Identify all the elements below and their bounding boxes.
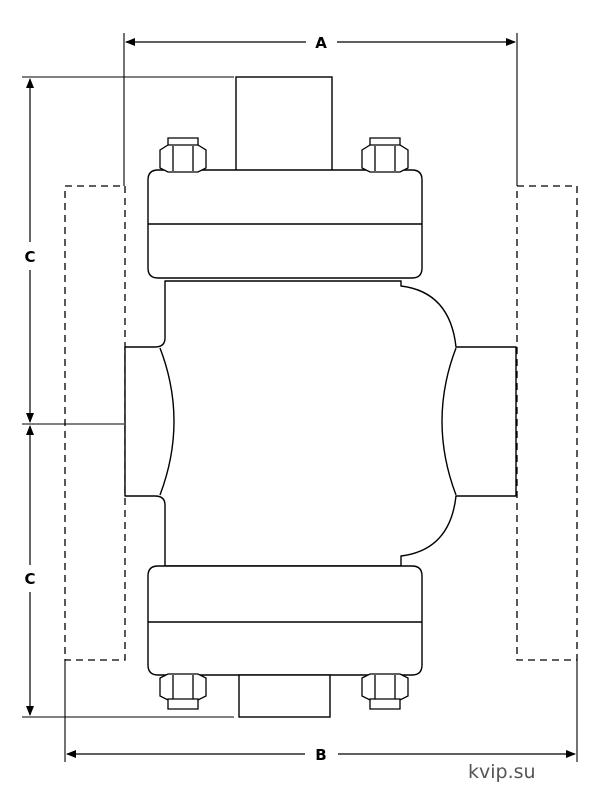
bottom-right-bolt [361, 673, 409, 710]
valve-body [124, 280, 517, 567]
dimension-c-lower-label: C [24, 570, 35, 588]
top-right-bolt [361, 137, 409, 173]
extension-lines [22, 33, 578, 762]
left-mating-pipe-outline [64, 185, 126, 661]
right-mating-pipe-outline [516, 185, 578, 661]
top-flange [147, 169, 423, 279]
bottom-left-bolt [159, 673, 207, 710]
top-left-bolt [159, 137, 207, 173]
dimension-a-label: A [315, 34, 327, 52]
dimension-lines [26, 38, 576, 758]
left-end-curve [159, 347, 175, 496]
right-end-curve [441, 347, 457, 496]
bottom-flange [147, 565, 423, 676]
bottom-stem [238, 674, 331, 718]
top-stem [235, 76, 333, 172]
watermark: kvip.su [468, 761, 536, 783]
dimension-c-upper-label: C [24, 248, 35, 266]
dimension-b-label: B [315, 746, 326, 764]
